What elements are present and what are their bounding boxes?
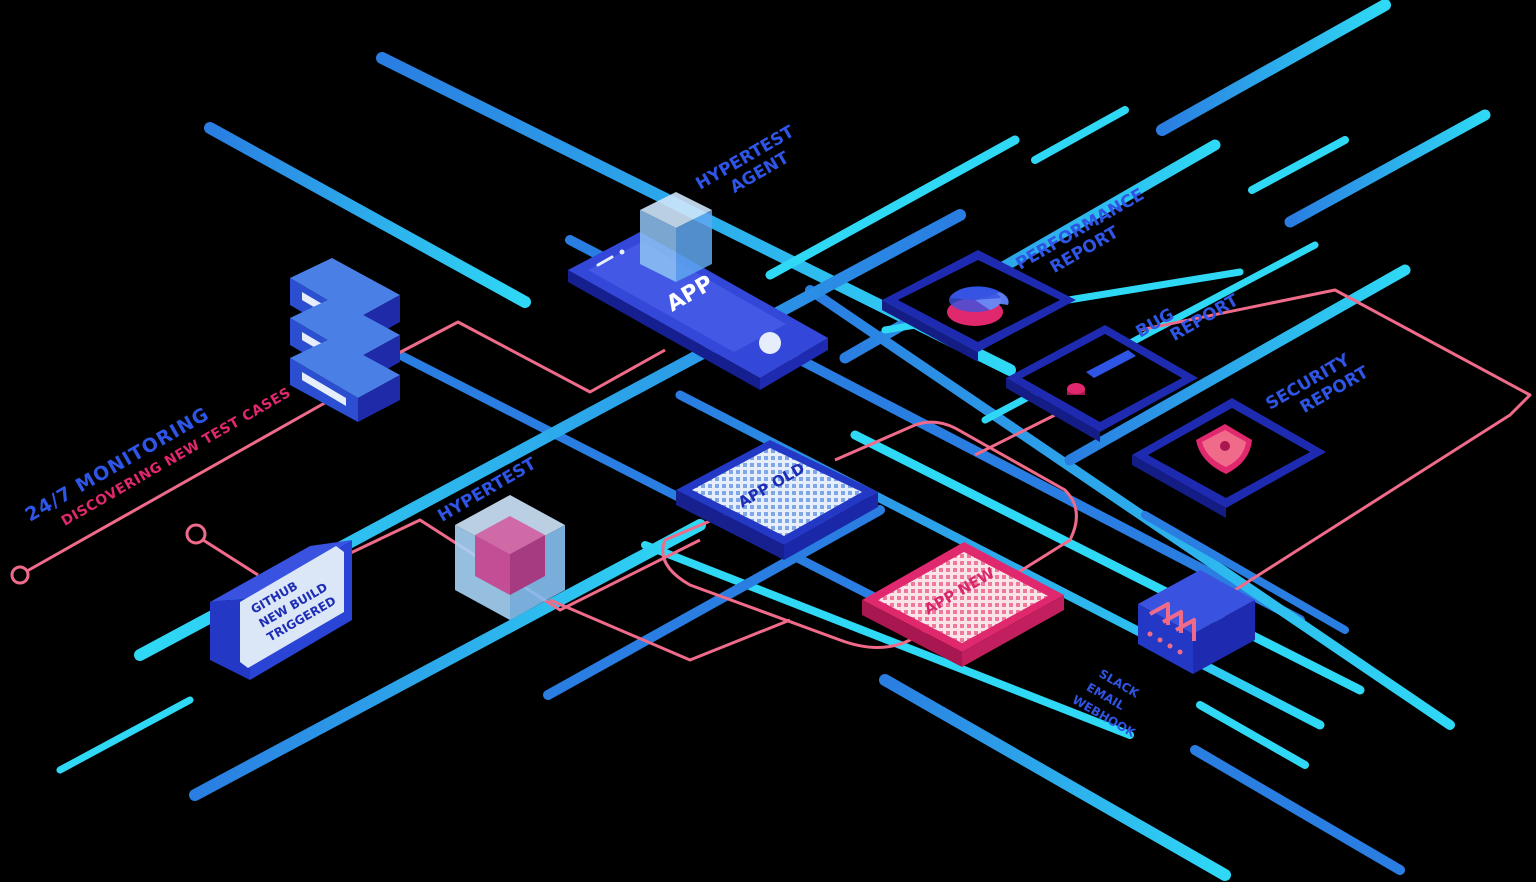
- agent-label: HYPERTEST AGENT: [693, 122, 799, 198]
- cube-icon: [640, 192, 712, 282]
- pie-chart-icon: [947, 286, 1009, 326]
- monitoring-label: 24/7 MONITORING DISCOVERING NEW TEST CAS…: [22, 385, 294, 530]
- shield-lock-icon: [1196, 424, 1252, 474]
- build-box-icon: GITHUB NEW BUILD TRIGGERED: [210, 540, 352, 680]
- app-old-chip: APP OLD: [676, 440, 878, 560]
- phone-icon: APP: [568, 232, 828, 390]
- notification-box-icon: SLACK EMAIL WEBHOOK: [1070, 570, 1255, 740]
- chip-icon: [862, 542, 1064, 667]
- circuit-endpoints: [10, 523, 207, 585]
- bug-report: BUG REPORT: [1006, 290, 1243, 442]
- app-new-chip: APP NEW: [862, 542, 1064, 667]
- monitoring-subtitle: DISCOVERING NEW TEST CASES: [59, 385, 294, 530]
- server-unit: [290, 338, 400, 422]
- exclamation-icon: [1067, 350, 1136, 395]
- server-stack-icon: [290, 258, 400, 422]
- monitoring-title: 24/7 MONITORING: [22, 403, 214, 526]
- hypertest-cube: HYPERTEST: [435, 454, 565, 620]
- chip-icon: [676, 440, 878, 560]
- cube-icon: [455, 495, 565, 620]
- phone-home-button: [759, 332, 781, 354]
